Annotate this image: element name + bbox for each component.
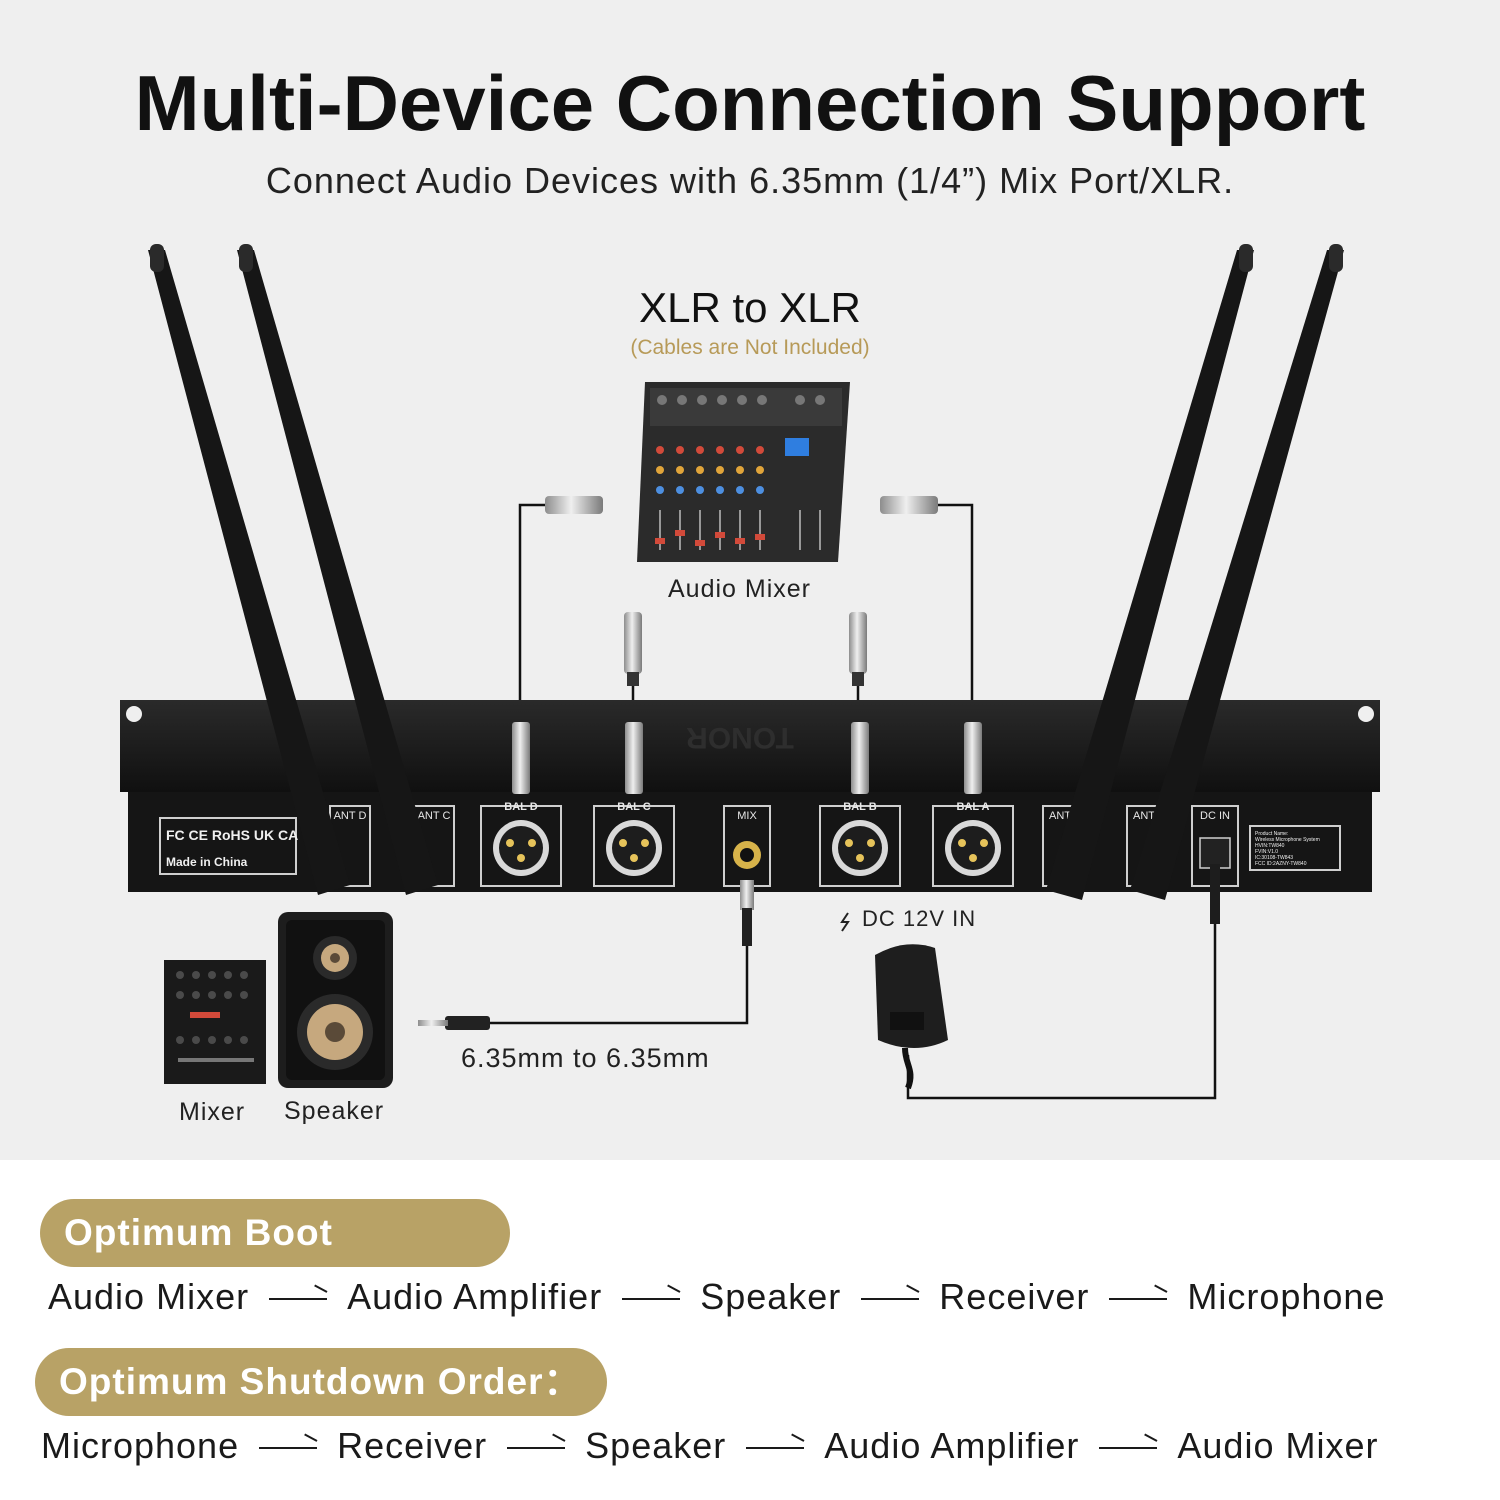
boot-order-badge: Optimum Boot Order：: [40, 1199, 510, 1321]
svg-text:HVIN:TW840: HVIN:TW840: [1255, 843, 1285, 849]
arrow-right-icon: [1109, 1290, 1168, 1304]
shutdown-step: Microphone: [41, 1425, 240, 1466]
boot-step: Audio Amplifier: [347, 1276, 603, 1317]
xlr-cable-title: XLR to XLR: [639, 284, 861, 331]
dc-power-cable: [906, 864, 1220, 1100]
made-in-label: Made in China: [166, 855, 248, 869]
arrow-right-icon: [861, 1290, 920, 1304]
page-subtitle: Connect Audio Devices with 6.35mm (1/4”)…: [265, 160, 1235, 201]
arrow-right-icon: [1099, 1439, 1158, 1453]
mixer-label: Mixer: [179, 1098, 246, 1126]
svg-text:FVIN:V1.0: FVIN:V1.0: [1255, 849, 1278, 855]
shutdown-order-badge: Optimum Shutdown Order：: [35, 1348, 607, 1416]
shutdown-step: Audio Amplifier: [824, 1425, 1080, 1466]
speaker-label: Speaker: [284, 1097, 385, 1125]
arrow-right-icon: [259, 1439, 318, 1453]
port-label-ant-a: ANT: [1133, 810, 1155, 822]
port-label-bal-b: BAL B: [843, 801, 876, 813]
cable-635-label: 6.35mm to 6.35mm: [461, 1043, 710, 1073]
audio-mixer-label: Audio Mixer: [668, 575, 811, 603]
arrow-right-icon: [622, 1290, 681, 1304]
dc-jack-icon: [1199, 837, 1231, 869]
plug-icon: [840, 912, 850, 932]
audio-mixer-image: [637, 382, 850, 562]
arrow-right-icon: [507, 1439, 566, 1453]
xlr-cable-note: (Cables are Not Included): [630, 336, 870, 359]
page-title: Multi-Device Connection Support: [134, 59, 1366, 147]
xlr-plug-icon: [624, 612, 867, 686]
port-label-mix: MIX: [737, 810, 757, 822]
shutdown-order-sequence: Microphone Receiver Speaker Audio Amplif…: [41, 1425, 1378, 1467]
shutdown-step: Speaker: [585, 1425, 727, 1466]
boot-step: Audio Mixer: [48, 1276, 250, 1317]
svg-text:Product Name:: Product Name:: [1255, 831, 1288, 837]
boot-step: Receiver: [939, 1276, 1090, 1317]
speaker-image: [278, 912, 393, 1088]
product-label: Product Name: Wireless Microphone System…: [1255, 831, 1320, 867]
port-label-dc-in: DC IN: [1200, 810, 1230, 822]
port-label-bal-a: BAL A: [957, 801, 990, 813]
shutdown-step: Audio Mixer: [1177, 1425, 1379, 1466]
xlr-socket-icon: [493, 820, 1001, 876]
dc-in-label: DC 12V IN: [862, 906, 977, 931]
arrow-right-icon: [269, 1290, 328, 1304]
svg-text:IC:30108-TW843: IC:30108-TW843: [1255, 855, 1293, 861]
boot-step: Microphone: [1187, 1276, 1386, 1317]
port-label-ant-d: ANT D: [334, 810, 367, 822]
svg-text:Wireless Microphone System: Wireless Microphone System: [1255, 837, 1320, 843]
power-adapter-image: [875, 944, 948, 1090]
port-label-ant-c: ANT C: [418, 810, 451, 822]
cert-marks: FC CE RoHS UK CA: [166, 827, 298, 843]
brand-text: TONOR: [686, 721, 794, 754]
xlr-plug-icon: [545, 496, 938, 514]
svg-text:FCC ID:2AZNY-TW840: FCC ID:2AZNY-TW840: [1255, 861, 1307, 867]
xlr-plug-inserted-icon: [512, 722, 982, 794]
port-label-bal-c: BAL C: [617, 801, 650, 813]
port-label-bal-d: BAL D: [504, 801, 537, 813]
dj-mixer-image: [164, 960, 266, 1084]
antenna-icon: [148, 244, 1344, 900]
mix-jack-icon: [733, 841, 761, 869]
port-label-ant-b: ANT: [1049, 810, 1071, 822]
connection-diagram: TONOR ANT D ANT C BAL D BAL C MIX BAL B …: [120, 244, 1380, 1100]
boot-step: Speaker: [700, 1276, 842, 1317]
arrow-right-icon: [746, 1439, 805, 1453]
shutdown-step: Receiver: [337, 1425, 488, 1466]
boot-order-sequence: Audio Mixer Audio Amplifier Speaker Rece…: [48, 1276, 1385, 1318]
cable-635mm: [418, 880, 754, 1030]
